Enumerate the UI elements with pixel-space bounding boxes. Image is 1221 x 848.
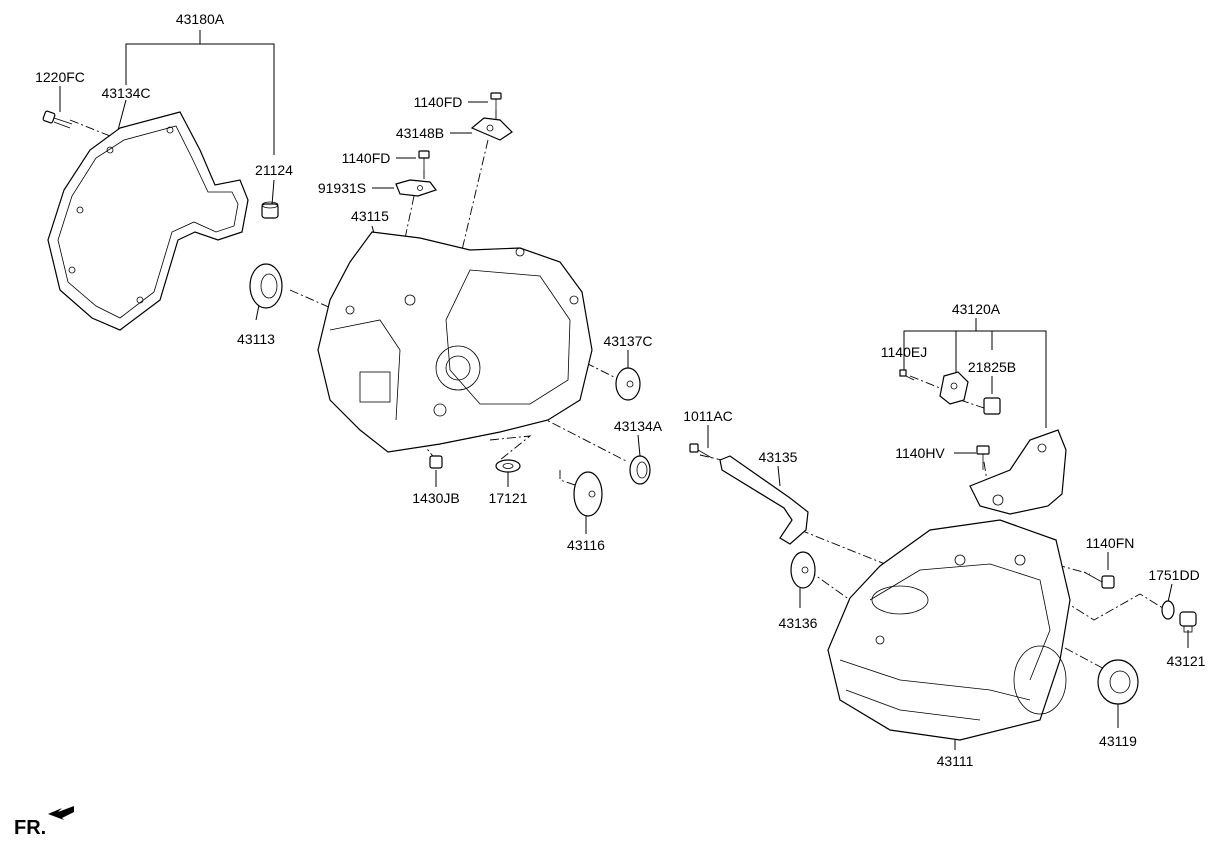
label-43111: 43111 [937, 753, 974, 769]
label-43113: 43113 [237, 331, 275, 347]
bolt-1140fd-mid-icon [418, 150, 430, 170]
clutch-housing-43115-icon [317, 231, 593, 453]
bracket-91931s-icon [395, 179, 437, 197]
transmission-case-43111-icon [827, 519, 1071, 741]
guide-43135-icon [719, 455, 809, 545]
front-direction-label: FR. [14, 817, 46, 839]
plug-43137c-icon [615, 367, 641, 401]
seal-43113-icon [249, 263, 283, 309]
label-1011ac: 1011AC [683, 408, 733, 424]
label-43134c: 43134C [101, 85, 150, 101]
plug-43121-icon [1179, 611, 1197, 633]
label-1140fd-mid: 1140FD [342, 150, 391, 166]
label-43121: 43121 [1167, 653, 1206, 669]
seal-43119-icon [1097, 659, 1139, 705]
label-43119: 43119 [1099, 733, 1137, 749]
label-43134a: 43134A [614, 418, 663, 434]
block-21825b-icon [983, 397, 1001, 415]
plate-43136-icon [790, 551, 816, 589]
label-17121: 17121 [489, 490, 528, 506]
mount-bracket-43120a-icon [969, 429, 1067, 515]
dowel-21124-icon [261, 201, 279, 219]
label-43115: 43115 [351, 208, 389, 224]
label-43120a: 43120A [952, 301, 1001, 317]
bolt-1140ej-icon [899, 369, 915, 381]
front-direction-arrow-icon [48, 806, 74, 820]
dowel-1430jb-icon [429, 455, 443, 469]
label-43135: 43135 [759, 449, 798, 465]
label-1140fn: 1140FN [1086, 535, 1135, 551]
label-43137c: 43137C [603, 333, 652, 349]
label-91931s: 91931S [318, 180, 366, 196]
label-1220fc: 1220FC [35, 69, 85, 85]
bracket-small-icon [939, 371, 969, 405]
washer-1751dd-icon [1161, 600, 1175, 620]
label-1140hv: 1140HV [895, 445, 945, 461]
bolt-1140hv-icon [976, 445, 990, 470]
bolt-1011ac-icon [689, 443, 713, 459]
bolt-1140fd-top-icon [490, 92, 502, 110]
label-1430jb: 1430JB [412, 490, 459, 506]
part-illustrations [42, 92, 1197, 820]
label-21825b: 21825B [968, 359, 1016, 375]
bolt-1140fn-icon [1083, 571, 1115, 589]
label-1751dd: 1751DD [1148, 567, 1199, 583]
bracket-43148b-icon [470, 117, 513, 141]
label-43148b: 43148B [396, 125, 444, 141]
label-43116: 43116 [567, 537, 605, 553]
label-1140ej: 1140EJ [881, 344, 927, 360]
part-labels: 43180A 1220FC 43134C 21124 1140FD 43148B… [14, 11, 1206, 839]
label-43180a: 43180A [176, 11, 225, 27]
label-21124: 21124 [255, 162, 293, 178]
gasket-43134c-icon [47, 111, 249, 331]
washer-17121-icon [495, 459, 521, 473]
plate-43116-icon [573, 471, 603, 517]
bolt-1220fc-icon [42, 110, 73, 129]
label-43136: 43136 [779, 615, 818, 631]
label-1140fd-top: 1140FD [414, 94, 463, 110]
seal-43134a-icon [629, 455, 651, 485]
